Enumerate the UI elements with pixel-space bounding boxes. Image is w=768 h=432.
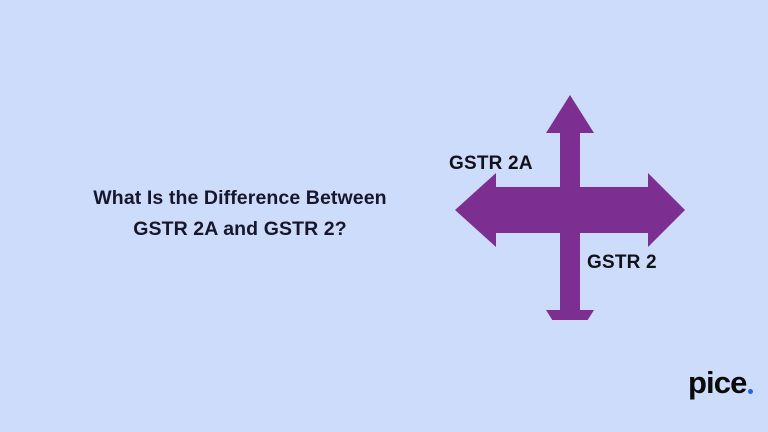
brand-wordmark: pice [688, 365, 747, 400]
four-way-arrow-icon [446, 86, 694, 320]
page-title-line-1: What Is the Difference Between [93, 187, 387, 209]
brand-dot-icon [747, 389, 753, 394]
page-title: What Is the Difference Between GSTR 2A a… [60, 183, 420, 245]
brand-logo: pice [688, 365, 753, 400]
page-title-line-2: GSTR 2A and GSTR 2? [133, 218, 347, 240]
four-way-arrow-shape [455, 95, 685, 320]
four-way-arrow-svg [455, 95, 685, 320]
arrow-label-gstr-2: GSTR 2 [587, 252, 657, 273]
arrow-label-gstr-2a: GSTR 2A [449, 153, 533, 174]
